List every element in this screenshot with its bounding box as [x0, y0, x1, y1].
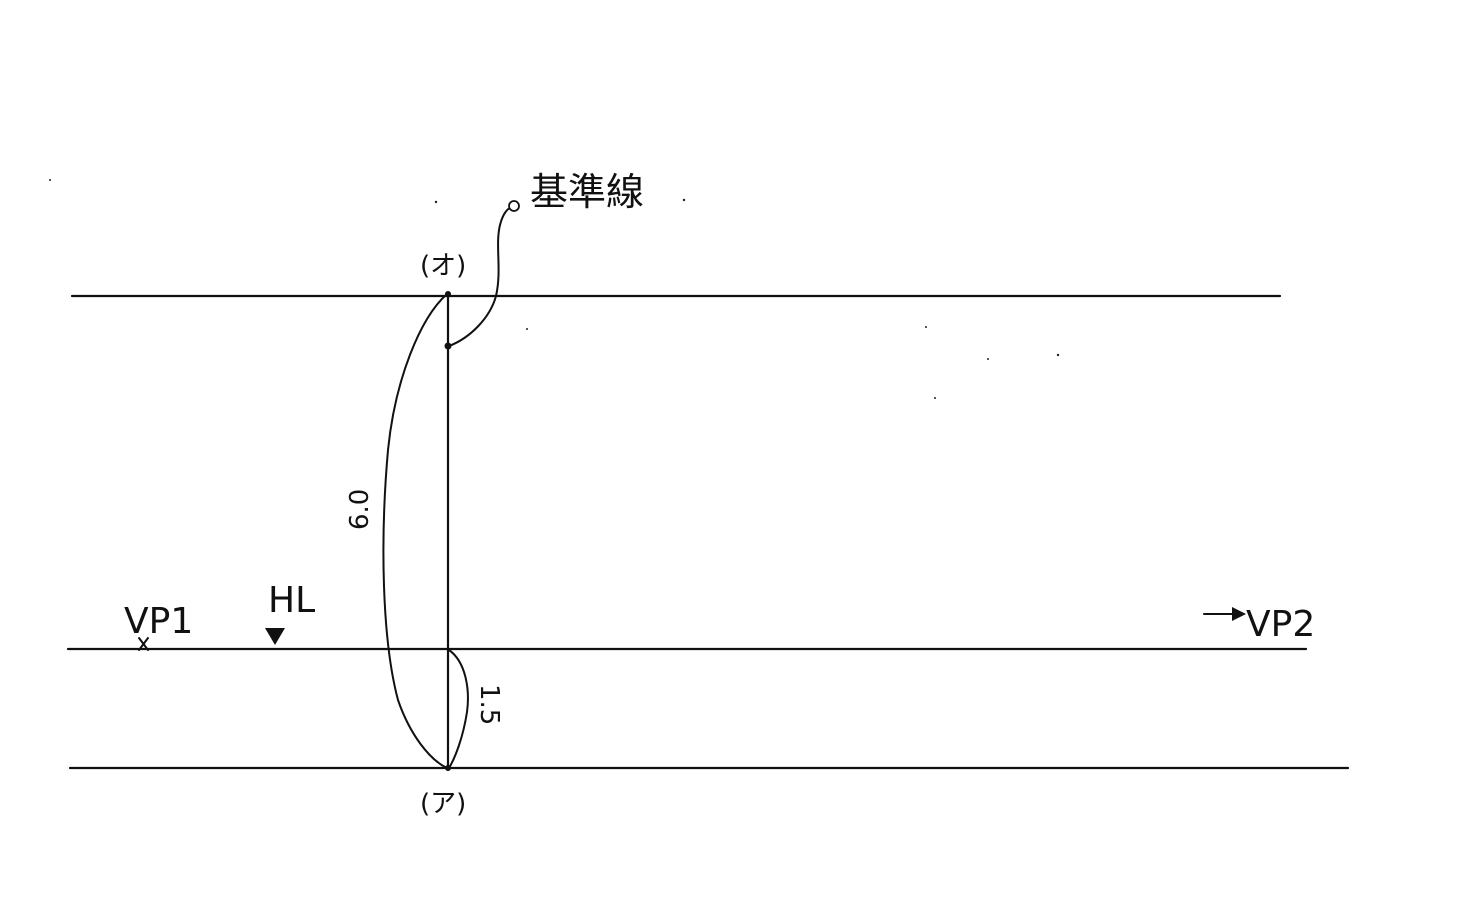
speck [434, 200, 438, 204]
speck [682, 198, 686, 202]
vp1-label: VP1 [124, 601, 193, 642]
speck [987, 358, 989, 360]
vp2-label: VP2 [1246, 604, 1315, 645]
dimension-arc-6 [382, 293, 448, 769]
x-mark-icon [138, 637, 149, 651]
height-lower-label: 1.5 [474, 684, 504, 725]
bottom-point-label: (ア) [420, 789, 466, 819]
speck [925, 326, 927, 328]
top-point-dot [445, 291, 451, 297]
horizon-line-label: HL [268, 580, 315, 621]
right-arrow-icon [1203, 607, 1246, 621]
speck [49, 179, 51, 181]
speck [1056, 353, 1060, 357]
reference-leader-line [448, 206, 513, 347]
speck [934, 397, 936, 399]
top-point-label: (オ) [420, 251, 466, 281]
speck [526, 328, 528, 330]
down-triangle-icon [265, 628, 285, 645]
dimension-arc-1-5 [448, 649, 469, 769]
small-circle-icon [508, 200, 520, 212]
bottom-point-dot [445, 765, 451, 771]
height-total-label: 6.0 [345, 489, 375, 530]
reference-line-label: 基準線 [530, 170, 644, 214]
